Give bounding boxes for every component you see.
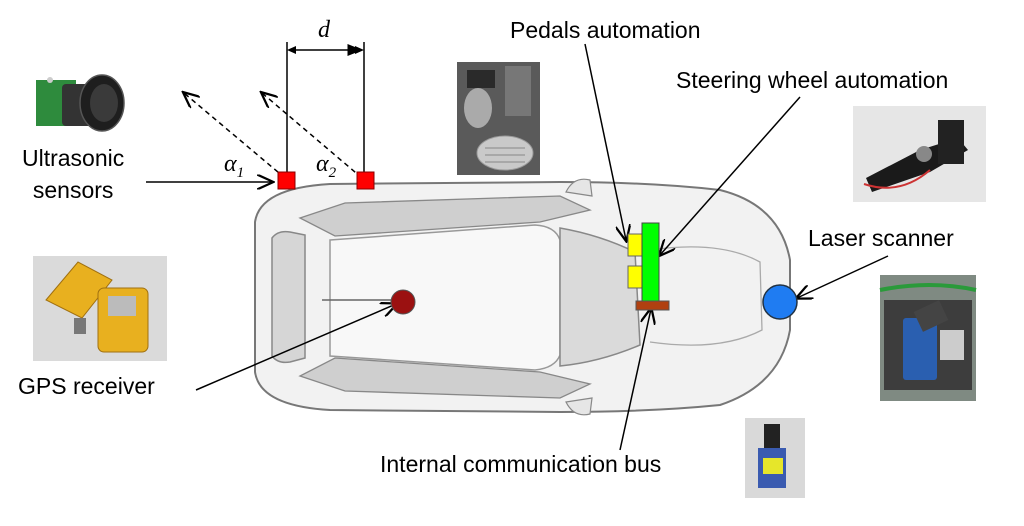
bus-pointer [619, 309, 651, 451]
pedals-photo [457, 62, 540, 175]
communication-bus-photo [745, 418, 805, 498]
alpha-1-label: α1 [224, 150, 244, 182]
communication-bus-bar [635, 300, 670, 311]
steering-wheel-photo [853, 106, 986, 202]
laser-pointer [797, 255, 889, 298]
distance-label: d [318, 17, 330, 43]
laser-scanner-label: Laser scanner [808, 225, 954, 251]
ultrasonic-label-line-2: sensors [32, 176, 114, 203]
gps-receiver-photo [33, 256, 167, 361]
gps-marker [390, 289, 416, 315]
steering-pointer [660, 96, 801, 255]
steering-bar [641, 222, 660, 302]
gps-receiver-label: GPS receiver [18, 373, 155, 399]
pedal-box-1 [627, 233, 643, 257]
sensor-beam-2 [262, 93, 363, 179]
gps-pointer [195, 304, 396, 391]
alpha-1-symbol: α [224, 151, 237, 177]
alpha-2-subscript: 2 [328, 164, 337, 181]
ultrasonic-sensor-1 [277, 171, 296, 190]
laser-scanner-photo [879, 275, 977, 401]
communication-bus-label: Internal communication bus [380, 451, 662, 477]
ultrasonic-sensor-2 [356, 171, 375, 190]
steering-wheel-automation-label: Steering wheel automation [676, 67, 949, 93]
pedals-automation-label: Pedals automation [510, 17, 701, 43]
pedal-box-2 [627, 265, 643, 289]
car-top-view [254, 178, 791, 416]
ultrasonic-label: Ultrasonic sensors [22, 145, 124, 204]
ultrasonic-label-line-1: Ultrasonic [22, 145, 125, 171]
alpha-1-subscript: 1 [236, 164, 245, 181]
sensor-beam-1 [184, 93, 286, 179]
alpha-2-symbol: α [316, 151, 329, 177]
ultrasonic-sensor-photo [36, 74, 125, 132]
laser-marker [762, 284, 798, 320]
distance-dimension [286, 42, 365, 178]
pedals-pointer [584, 43, 626, 240]
alpha-2-label: α2 [316, 150, 336, 182]
